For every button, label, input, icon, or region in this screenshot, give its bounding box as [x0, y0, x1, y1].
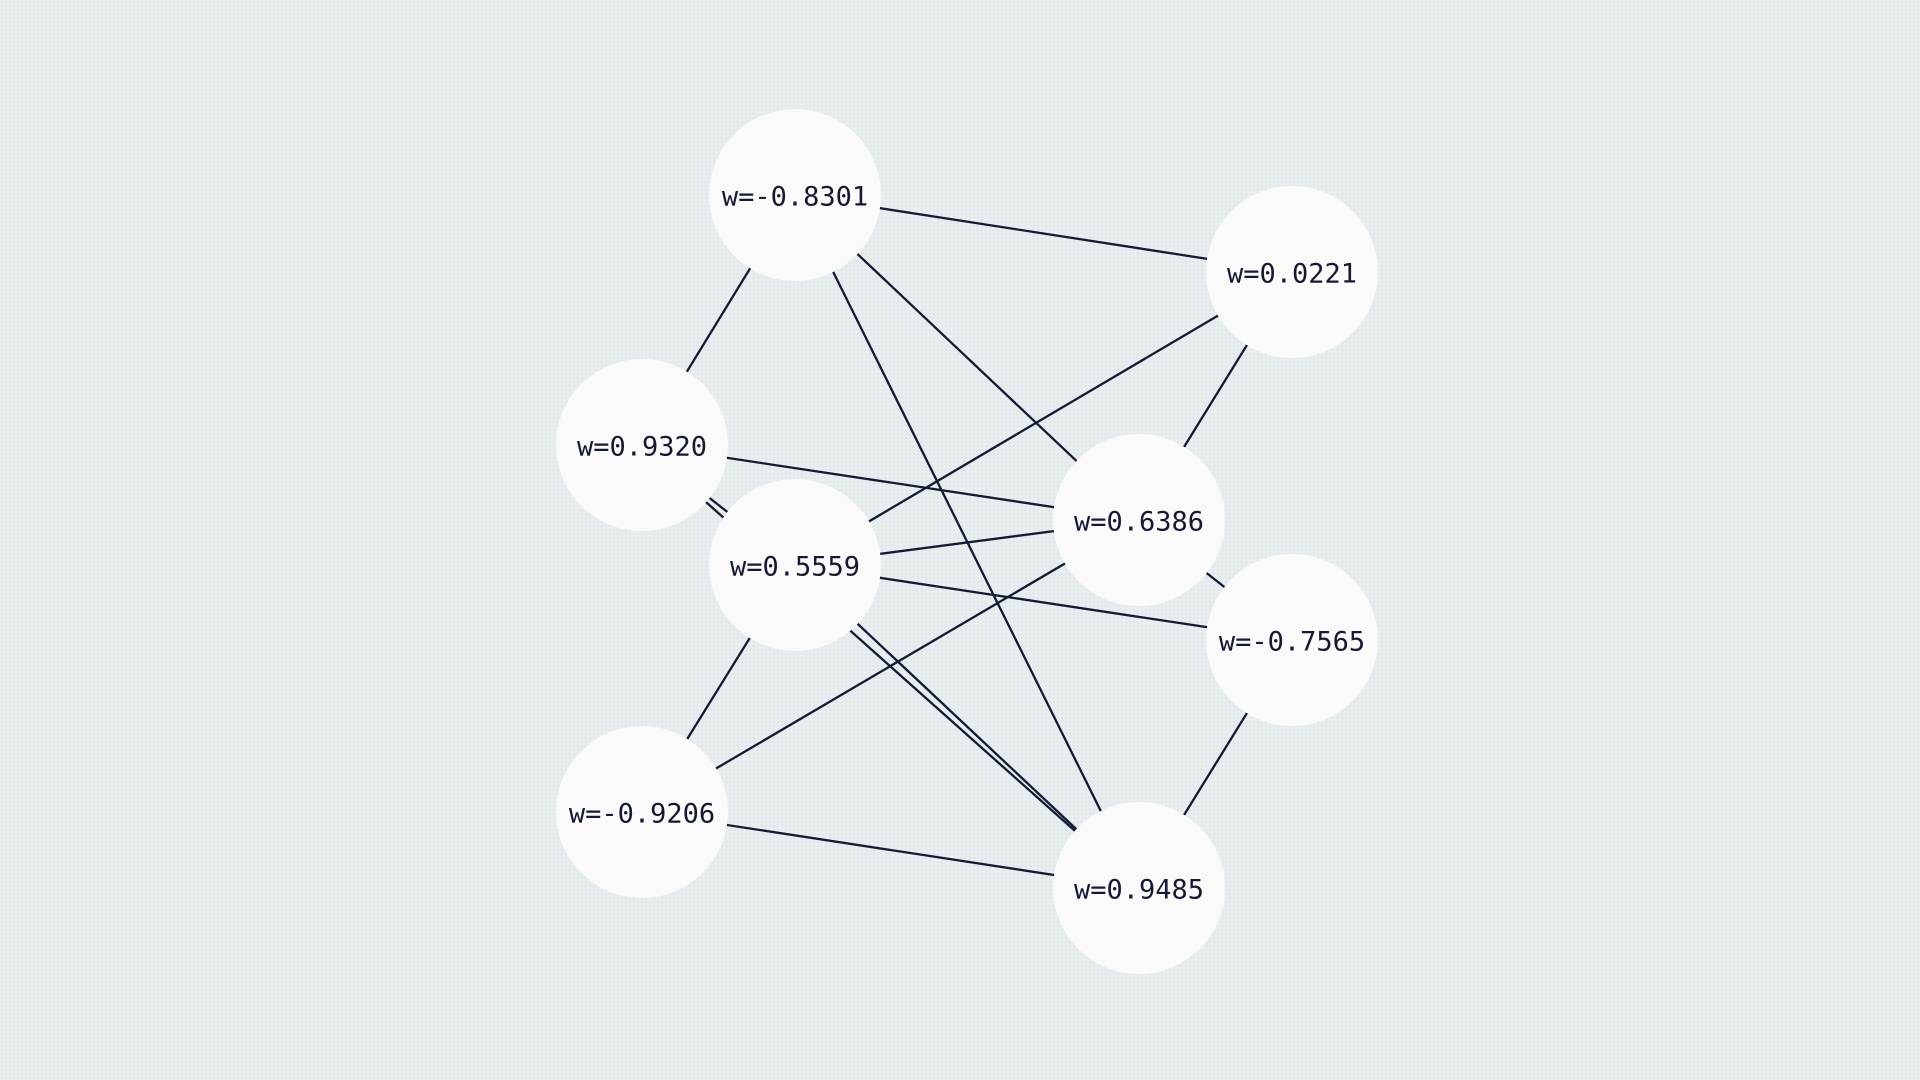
node-n8: w=0.9485: [1053, 802, 1225, 974]
node-label: w=-0.7565: [1219, 627, 1365, 658]
node-label: w=0.9485: [1074, 875, 1204, 906]
edge-n5-n7: [641, 519, 1140, 813]
node-circle: [1053, 434, 1225, 606]
node-circle: [556, 359, 728, 531]
node-n6: w=-0.7565: [1206, 554, 1378, 726]
node-circle: [1206, 186, 1378, 358]
node-n1: w=-0.8301: [709, 109, 881, 281]
nodes-layer: w=-0.8301 w=0.0221 w=0.9320 w=0.5559 w=0.638…: [556, 109, 1378, 974]
node-n5: w=0.6386: [1053, 434, 1225, 606]
node-label: w=-0.8301: [722, 182, 868, 213]
node-circle: [1053, 802, 1225, 974]
node-label: w=0.6386: [1074, 507, 1204, 538]
node-label: w=0.9320: [577, 432, 707, 463]
node-circle: [709, 479, 881, 651]
node-n3: w=0.9320: [556, 359, 728, 531]
edge-n2-n4: [794, 271, 1293, 566]
node-label: w=-0.9206: [569, 799, 715, 830]
node-n4: w=0.5559: [709, 479, 881, 651]
node-circle: [709, 109, 881, 281]
node-label: w=0.0221: [1227, 259, 1357, 290]
node-n7: w=-0.9206: [556, 726, 728, 898]
node-n2: w=0.0221: [1206, 186, 1378, 358]
node-circle: [556, 726, 728, 898]
node-label: w=0.5559: [730, 552, 860, 583]
node-circle: [1206, 554, 1378, 726]
